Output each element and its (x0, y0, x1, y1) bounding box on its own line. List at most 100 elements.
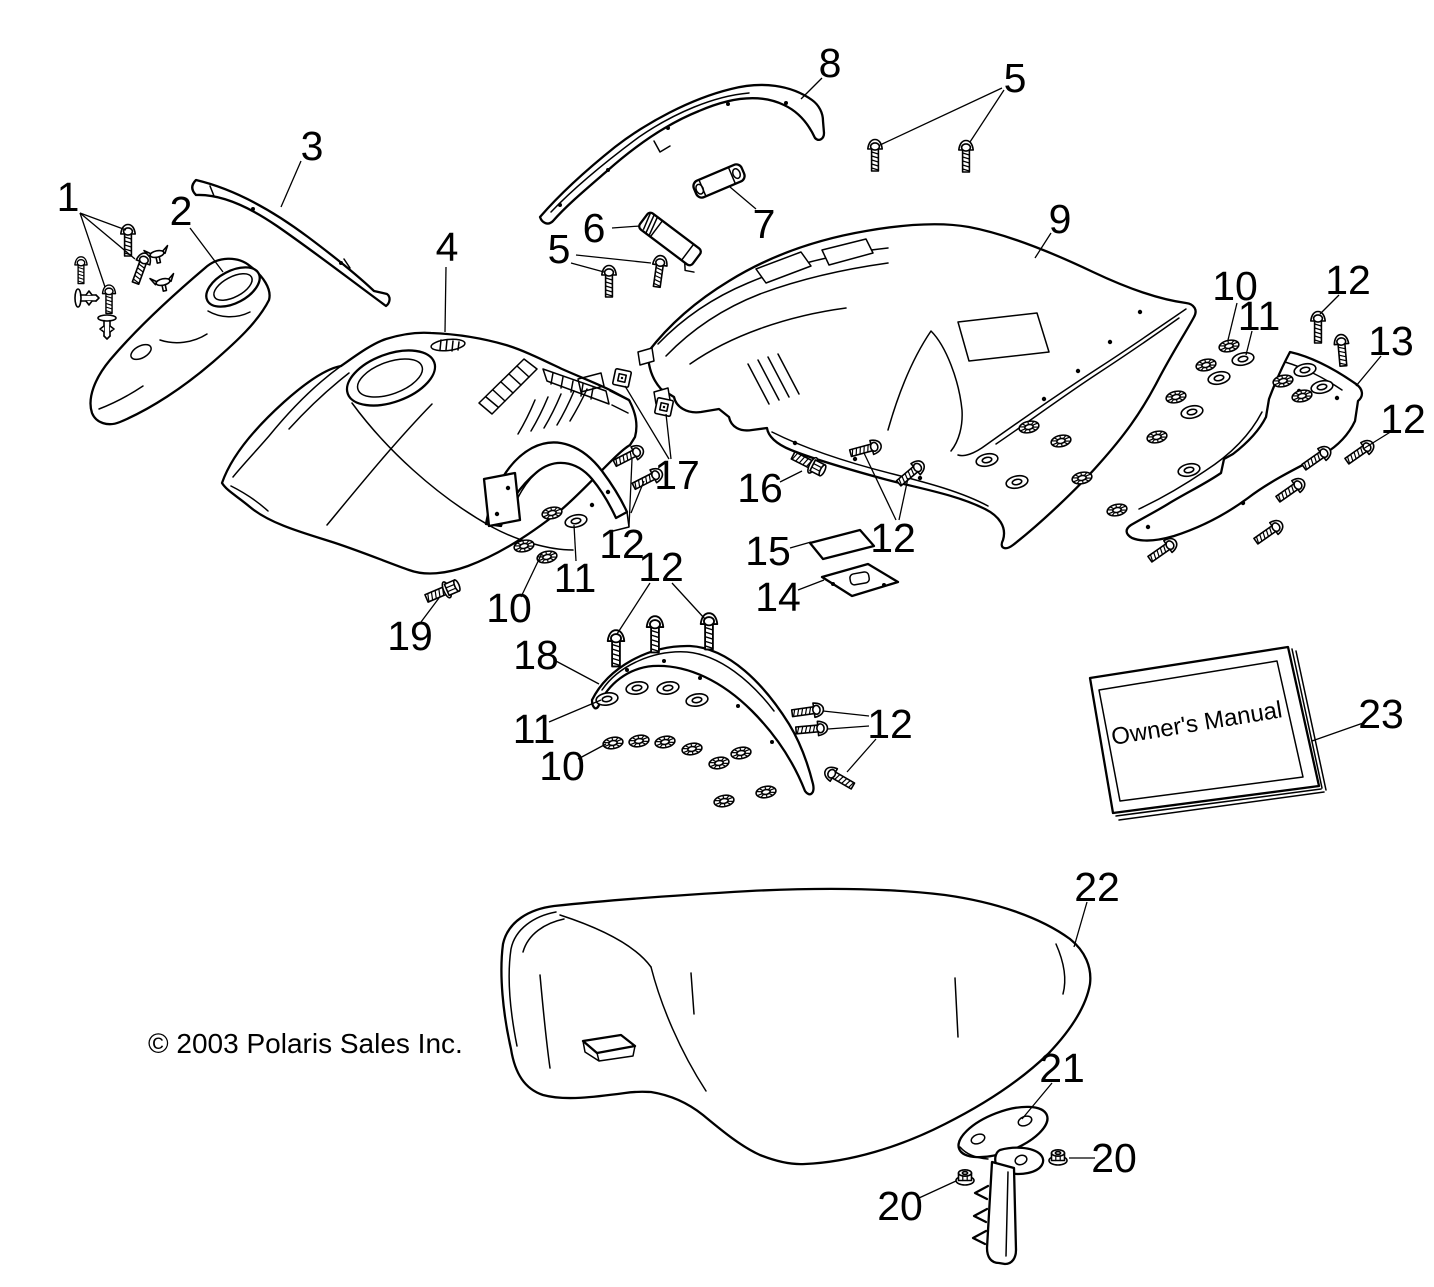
leader-line-1 (79, 212, 106, 288)
part-7-bracket (692, 163, 746, 199)
leader-line-12 (822, 710, 870, 717)
screw-hardware (794, 719, 829, 739)
washer-lock-hardware (653, 733, 677, 751)
leader-line-21 (1021, 1082, 1053, 1120)
part-4-front-cab (220, 331, 638, 575)
washer-lock-hardware (729, 744, 753, 762)
leader-line-12 (616, 582, 651, 635)
leader-line-5 (575, 254, 652, 264)
screw-hardware (1341, 436, 1378, 468)
screw-hardware (645, 615, 665, 654)
screw-hardware (790, 700, 826, 722)
screw-hardware (1272, 474, 1309, 506)
washer-lock-hardware (712, 792, 736, 810)
callout-label-1: 1 (57, 174, 80, 220)
rivet-hardware (74, 288, 100, 308)
leader-line-12 (671, 582, 706, 620)
screw-hardware (101, 284, 117, 315)
callout-label-6: 6 (583, 205, 606, 251)
washer-flat-hardware (624, 679, 650, 697)
screw-hardware (821, 763, 858, 794)
callout-label-11: 11 (513, 706, 556, 752)
leader-line-1 (79, 212, 136, 260)
leader-line-12 (898, 477, 909, 521)
part-4-wheel-arch (482, 441, 630, 532)
callout-label-16: 16 (737, 465, 783, 511)
callout-label-5: 5 (1004, 55, 1027, 101)
screw-hardware (1310, 310, 1326, 344)
leader-line-2 (189, 227, 224, 273)
washer-lock-hardware (1194, 356, 1218, 374)
callout-label-10: 10 (486, 585, 532, 631)
copyright-text: © 2003 Polaris Sales Inc. (148, 1028, 463, 1059)
callout-label-13: 13 (1368, 318, 1414, 364)
washer-flat-hardware (1179, 403, 1205, 421)
leader-line-10 (1227, 302, 1238, 341)
part-22-seat (500, 887, 1092, 1166)
part-8-side-strip (538, 83, 826, 225)
callout-label-12: 12 (1325, 257, 1371, 303)
part-6-bracket (638, 211, 702, 273)
washer-lock-hardware (1217, 337, 1241, 355)
callout-label-19: 19 (387, 613, 433, 659)
washer-lock-hardware (754, 783, 778, 801)
callout-label-7: 7 (753, 201, 776, 247)
callout-label-12: 12 (867, 701, 913, 747)
screw-hardware (1332, 333, 1352, 368)
nut-hardware (1048, 1149, 1068, 1166)
callout-label-11: 11 (1238, 293, 1281, 339)
callout-label-10: 10 (1212, 263, 1258, 309)
callout-label-5: 5 (548, 226, 571, 272)
leader-line-19 (420, 597, 440, 623)
leader-line-12 (630, 480, 645, 514)
callout-label-22: 22 (1074, 864, 1120, 910)
leader-line-12 (827, 725, 870, 730)
leader-line-15 (789, 541, 812, 549)
screw-hardware (957, 139, 975, 173)
callout-label-9: 9 (1049, 196, 1072, 242)
leader-line-10 (520, 552, 543, 598)
leader-line-22 (1073, 901, 1088, 948)
washer-lock-hardware (1145, 428, 1169, 446)
callout-label-4: 4 (436, 224, 459, 270)
square-nut-hardware (653, 396, 675, 418)
nut-hardware (955, 1169, 975, 1186)
washer-lock-hardware (627, 732, 651, 750)
callout-label-12: 12 (1380, 396, 1426, 442)
washer-lock-hardware (680, 740, 704, 758)
leader-line-16 (779, 470, 803, 483)
callout-label-10: 10 (539, 743, 585, 789)
callout-label-15: 15 (745, 528, 791, 574)
part-14-plate (820, 562, 900, 598)
screw-hardware (74, 256, 88, 285)
callout-label-12: 12 (638, 544, 684, 590)
leader-line-9 (1034, 232, 1052, 259)
leader-line-3 (280, 160, 302, 208)
washer-lock-hardware (1105, 501, 1129, 519)
part-23-owners-manual: Owner's Manual (1088, 645, 1327, 821)
washer-flat-hardware (1230, 350, 1256, 368)
callout-label-17: 17 (654, 452, 700, 498)
leader-line-8 (800, 77, 823, 100)
leader-line-6 (611, 225, 641, 229)
callout-label-8: 8 (819, 40, 842, 86)
leader-line-5 (969, 89, 1005, 143)
callout-label-14: 14 (755, 574, 801, 620)
leader-line-17 (665, 413, 672, 460)
leader-line-14 (797, 579, 825, 591)
leader-line-12 (863, 452, 897, 521)
leader-line-11 (548, 699, 602, 723)
leader-line-11 (1245, 330, 1253, 356)
rivet-hardware (97, 314, 117, 340)
leader-line-12 (1362, 430, 1393, 450)
callout-label-12: 12 (870, 515, 916, 561)
screw-hardware (699, 612, 719, 651)
callout-label-11: 11 (554, 555, 597, 601)
bolt-hardware (422, 576, 464, 608)
callout-label-2: 2 (170, 188, 193, 234)
callout-label-12: 12 (599, 521, 645, 567)
part-21-seat-latch (957, 1105, 1049, 1266)
callout-label-23: 23 (1358, 691, 1404, 737)
washer-flat-hardware (563, 512, 589, 530)
